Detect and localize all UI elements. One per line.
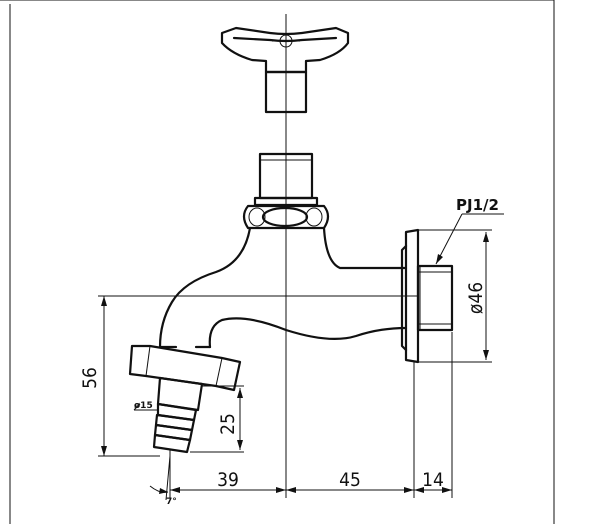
dim-45-label: 45: [339, 469, 361, 491]
dim-angle-label: 7°: [166, 497, 177, 507]
dim-56-label: 56: [79, 367, 101, 389]
dim-14-label: 14: [422, 469, 444, 491]
dimension-bottom-chain: 39 45 14: [169, 332, 453, 498]
wall-flange: [400, 228, 454, 364]
drawing-frame: [0, 0, 555, 524]
dim-39-label: 39: [217, 469, 239, 491]
thread-callout: PJ1/2: [435, 196, 504, 265]
dimension-56: 56: [79, 296, 160, 457]
dimension-angle: 7°: [149, 455, 177, 507]
faucet-handle: [220, 26, 350, 114]
dimension-hose-diameter: ø15: [133, 401, 158, 411]
dimension-flange-diameter: ø46: [418, 229, 492, 363]
dimension-25: 25: [190, 385, 244, 453]
dim-25-label: 25: [217, 413, 239, 435]
faucet-body: [158, 226, 408, 349]
dim-flange-diameter-label: ø46: [465, 282, 487, 314]
dim-hose-diameter-label: ø15: [134, 401, 153, 411]
thread-label: PJ1/2: [456, 196, 499, 214]
hose-coupling: [128, 344, 242, 454]
